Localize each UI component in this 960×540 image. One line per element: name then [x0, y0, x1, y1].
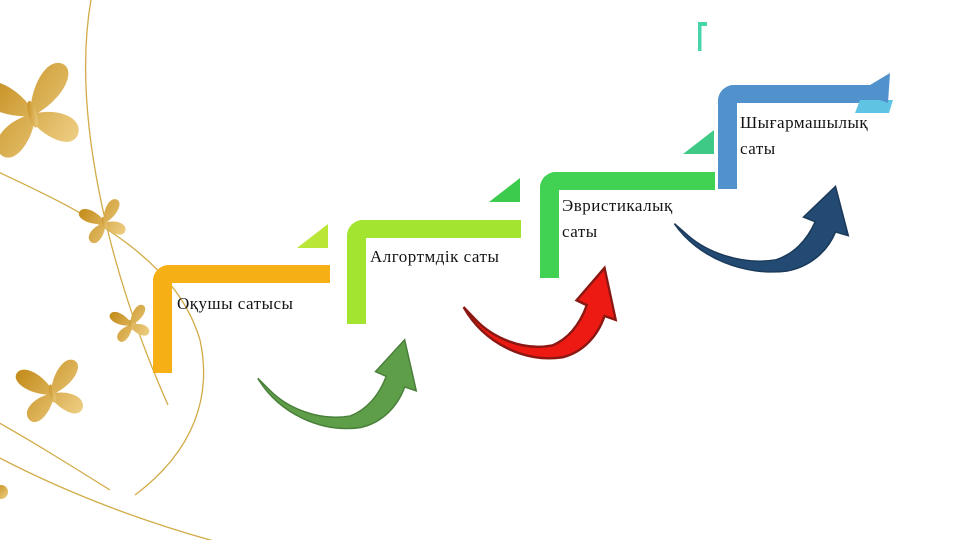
gold-dot — [0, 485, 8, 499]
step-3-label: Эвристикалық саты — [562, 196, 673, 242]
butterfly-icon — [77, 197, 130, 246]
step-up-triangle-2 — [489, 178, 520, 202]
step-2-label: Алгортмдік саты — [370, 247, 500, 266]
step-1-label: Оқушы сатысы — [177, 294, 294, 313]
step-4-arrow-tip — [850, 73, 893, 113]
step-4-shape — [718, 85, 863, 189]
step-4-label: Шығармашылық саты — [740, 113, 869, 159]
vine-lines — [0, 0, 213, 540]
step-3-shape — [540, 172, 715, 278]
curved-arrow-2 — [462, 266, 617, 360]
step-2-shape — [347, 220, 521, 324]
curved-arrow-3 — [673, 185, 850, 273]
step-1-shape — [153, 265, 330, 373]
butterfly-decoration — [0, 0, 213, 540]
butterfly-icon — [0, 59, 87, 163]
step-up-triangle-3 — [683, 130, 714, 154]
accent-mark — [698, 22, 707, 51]
butterfly-icon — [13, 357, 89, 425]
step-up-triangle-1 — [297, 224, 328, 248]
curved-arrow-1 — [257, 339, 418, 430]
